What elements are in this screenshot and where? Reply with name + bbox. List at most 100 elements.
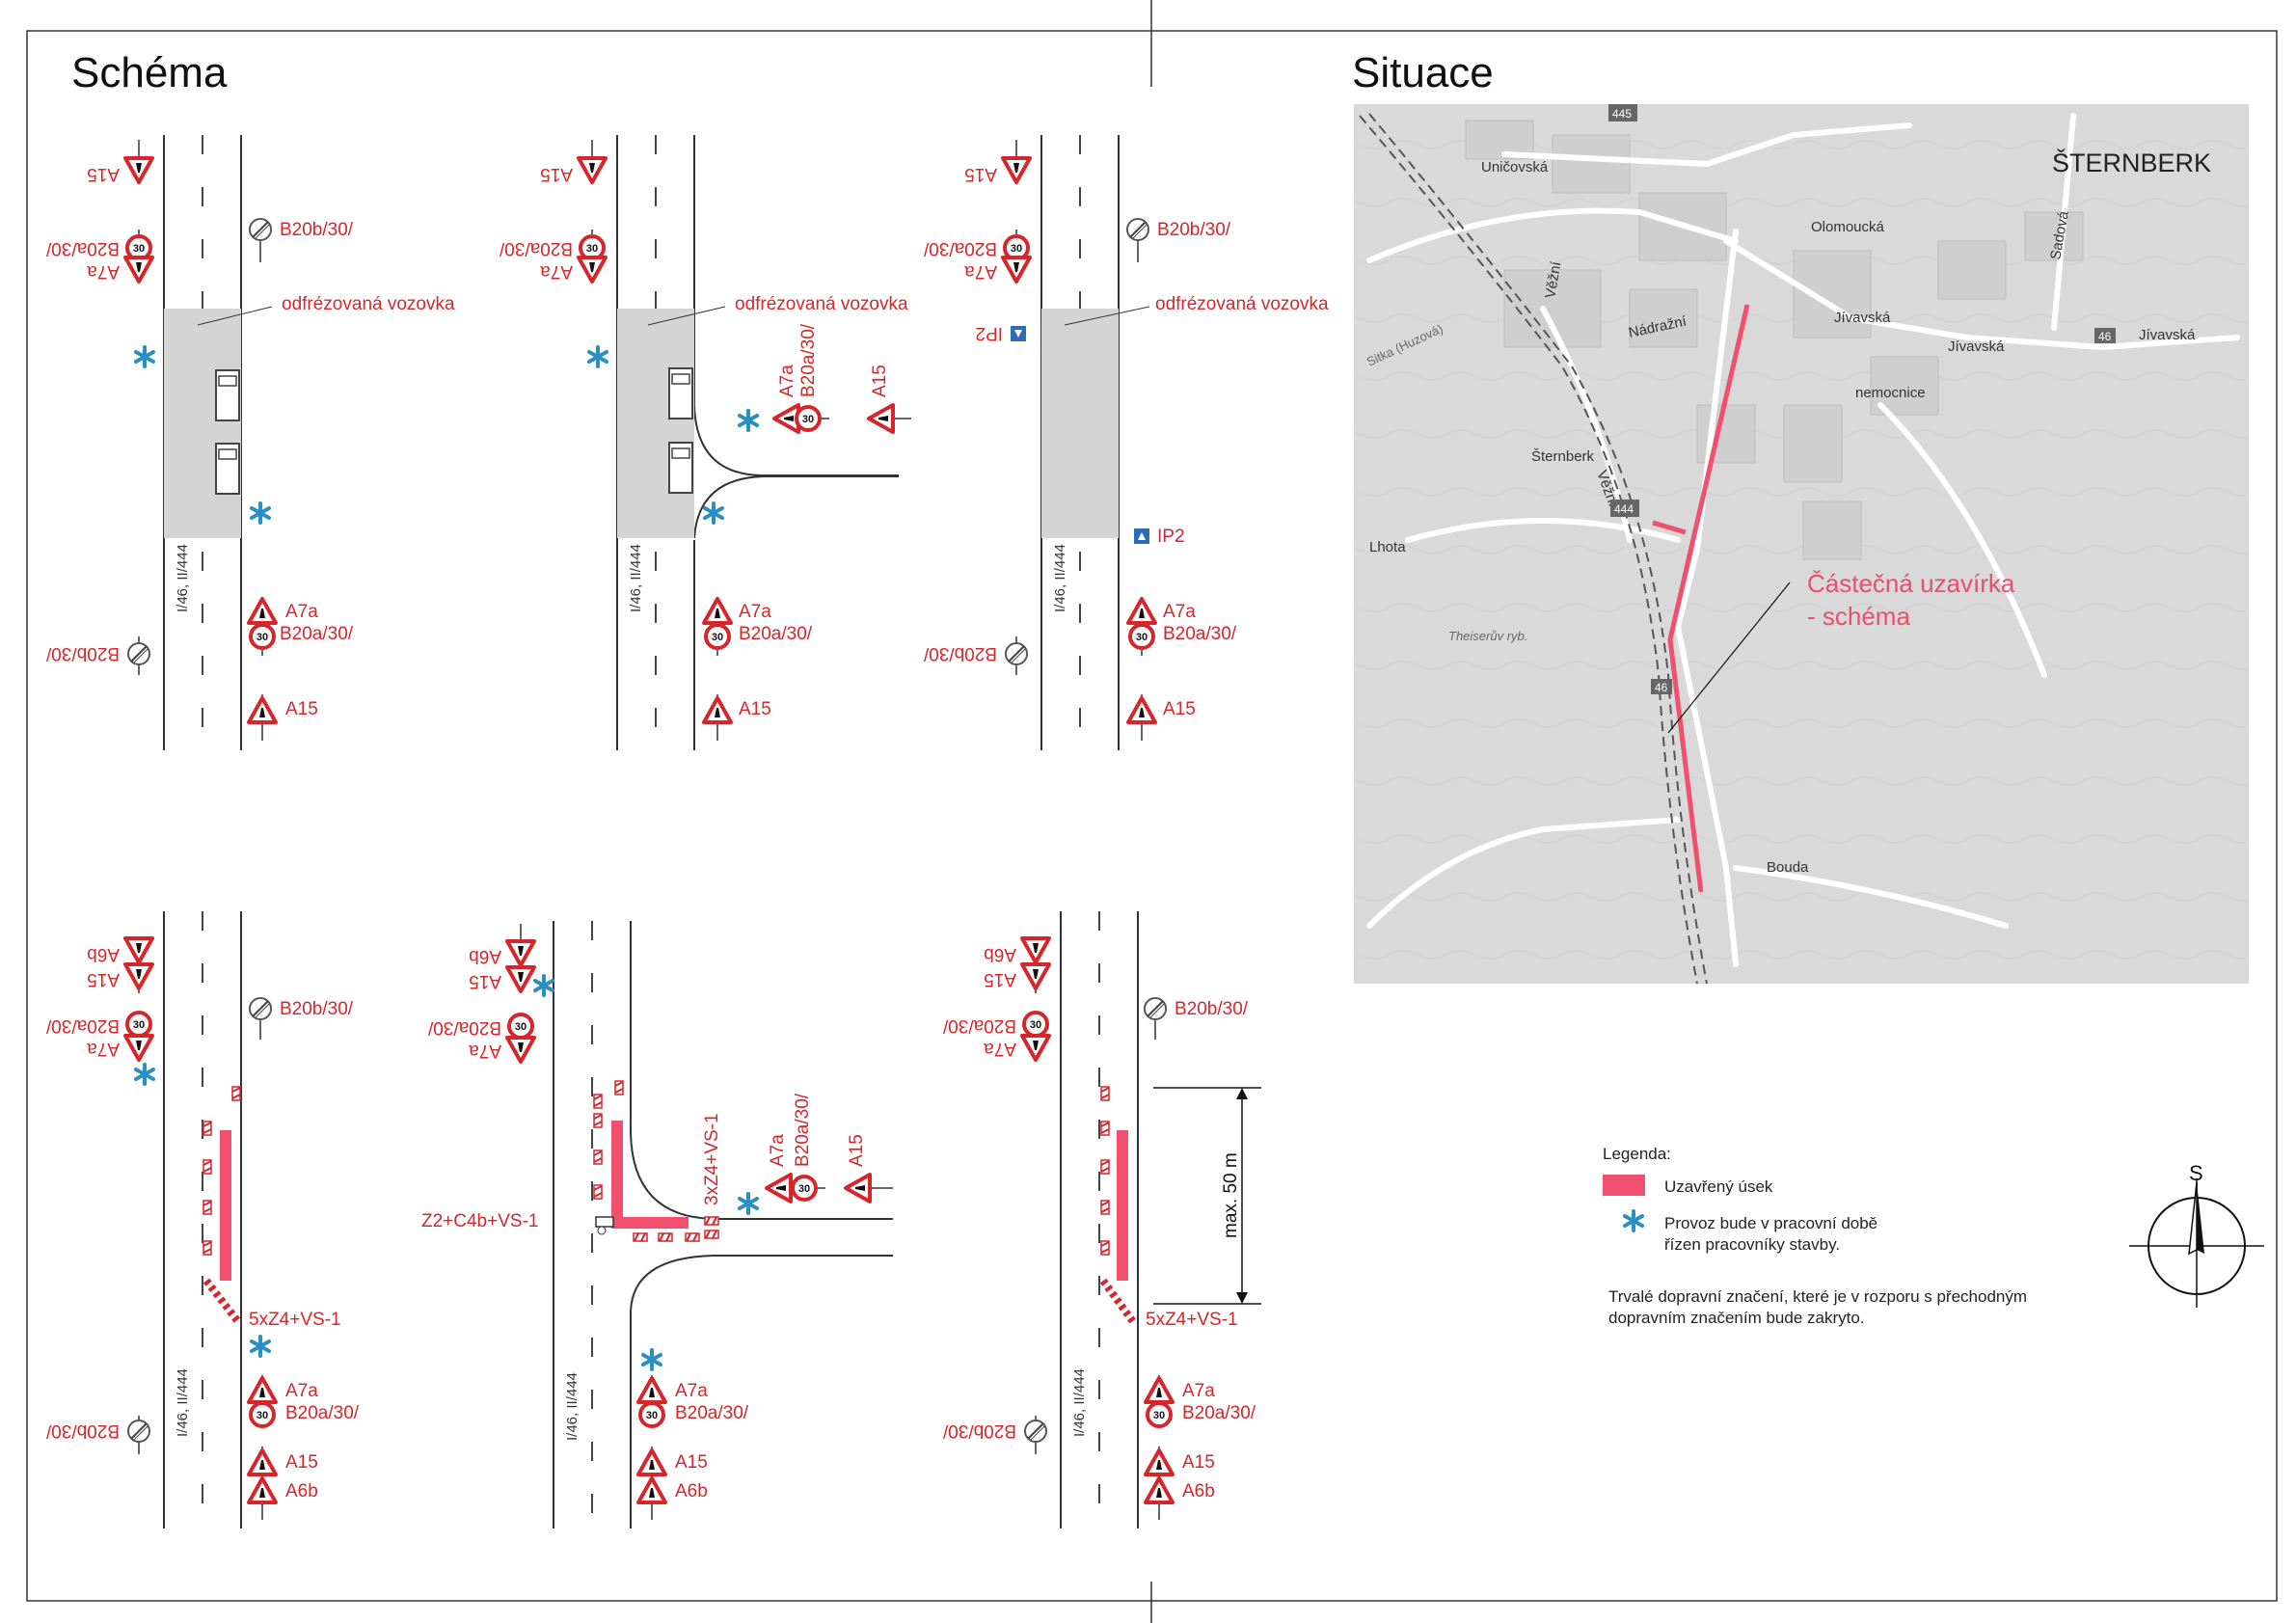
asterisk-icon (587, 345, 608, 368)
sign-label-a15: A15 (87, 164, 120, 184)
sign-label-a15: A15 (469, 971, 501, 991)
speed-limit-30-icon (1022, 1011, 1049, 1038)
warning-triangle-icon (505, 965, 536, 993)
sign-label-a7a: A7a (87, 261, 120, 282)
end-speed-limit-icon (249, 997, 272, 1020)
asterisk-icon (1623, 1209, 1644, 1232)
road-id: I/46, II/444 (564, 1372, 581, 1441)
compass-icon: S (2129, 1161, 2264, 1308)
warning-triangle-icon (867, 403, 895, 434)
warning-triangle-icon (123, 962, 154, 990)
sign-label-b20a: B20a/30/ (1182, 1403, 1256, 1423)
warning-triangle-icon (1001, 156, 1032, 184)
asterisk-icon (738, 409, 759, 432)
panel-top-2: odfrézovaná vozovka I/46, II/444 A15 B20… (499, 135, 911, 750)
road-id: I/46, II/444 (628, 544, 644, 612)
sign-label-b20a: B20a/30/ (45, 238, 120, 258)
situace-heading: Situace (1352, 49, 1494, 96)
end-speed-limit-icon (127, 642, 150, 665)
speed-limit-30-icon (249, 623, 276, 650)
road-id: I/46, II/444 (1071, 1368, 1088, 1437)
warning-triangle-icon (765, 1173, 793, 1204)
road-id: I/46, II/444 (1052, 544, 1068, 612)
map-street-label: Lhota (1369, 539, 1406, 555)
map-street-label: Jívavská (1834, 310, 1891, 326)
warning-triangle-icon (1020, 936, 1051, 964)
svg-text:46: 46 (1655, 681, 1668, 694)
end-speed-limit-icon (1144, 997, 1167, 1020)
legend-title: Legenda: (1603, 1145, 1671, 1163)
schema-heading: Schéma (71, 49, 228, 96)
asterisk-icon (738, 1192, 759, 1215)
speed-limit-30-icon (638, 1401, 665, 1428)
sign-label-a15: A15 (87, 969, 120, 989)
road-number-badge: 46 (1651, 679, 1672, 694)
sign-label-a6b: A6b (87, 944, 120, 964)
panel-bottom-3: max. 50 m 5xZ4+VS-1 I/46, II/444 A6b A15… (942, 911, 1261, 1528)
map-street-label: Uničovská (1481, 159, 1549, 176)
situation-map[interactable]: ŠTERNBERK Částečná uzavírka - schéma Uni… (1354, 104, 2249, 985)
sign-label-b20b: B20b/30/ (45, 643, 120, 663)
sign-label-b20a: B20a/30/ (942, 1015, 1016, 1036)
sign-label-a15: A15 (540, 164, 573, 184)
warning-triangle-icon (702, 597, 733, 625)
sign-label-b20a: B20a/30/ (427, 1017, 501, 1038)
road-id: I/46, II/444 (175, 1368, 191, 1437)
sign-label-a15: A15 (739, 699, 771, 719)
sign-label-b20b: B20b/30/ (45, 1420, 120, 1441)
warning-triangle-icon (247, 1448, 278, 1476)
legend-note-line1: Trvalé dopravní značení, které je v rozp… (1608, 1287, 2027, 1306)
warning-triangle-icon (1001, 256, 1032, 284)
closure-panel-label: 5xZ4+VS-1 (249, 1310, 341, 1330)
warning-triangle-icon (1144, 1476, 1175, 1504)
warning-triangle-icon (247, 597, 278, 625)
sign-label-a7a: A7a (739, 602, 771, 622)
legend: Legenda: Uzavřený úsek Provoz bude v pra… (1603, 1145, 2027, 1327)
sign-label-b20a: B20a/30/ (45, 1015, 120, 1036)
sign-label-a15: A15 (285, 1452, 318, 1473)
end-speed-limit-icon (1024, 1420, 1047, 1443)
svg-text:444: 444 (1614, 502, 1634, 516)
warning-triangle-icon (636, 1476, 667, 1504)
warning-triangle-icon (1020, 962, 1051, 990)
end-speed-limit-icon (1005, 642, 1028, 665)
junction-label: Z2+C4b+VS-1 (421, 1211, 538, 1231)
vehicle-icon (668, 367, 693, 419)
map-street-label: nemocnice (1855, 385, 1926, 401)
warning-triangle-icon (247, 696, 278, 724)
compass-label: S (2189, 1161, 2203, 1185)
closed-section (1117, 1130, 1128, 1281)
vehicle-icon (668, 442, 693, 494)
warning-triangle-icon (123, 936, 154, 964)
sign-label-b20b: B20b/30/ (923, 643, 997, 663)
warning-triangle-icon (636, 1448, 667, 1476)
warning-triangle-icon (505, 1036, 536, 1064)
closure-panel-label: 5xZ4+VS-1 (1146, 1310, 1238, 1330)
asterisk-icon (533, 974, 554, 997)
sign-label-a6b: A6b (984, 944, 1016, 964)
warning-triangle-icon (123, 256, 154, 284)
vehicle-icon (215, 443, 240, 495)
warning-triangle-icon (1144, 1448, 1175, 1476)
map-street-label: Šternberk (1531, 448, 1595, 465)
warning-triangle-icon (1020, 1034, 1051, 1062)
sign-label-b20b: B20b/30/ (1157, 220, 1231, 240)
speed-limit-30-icon (507, 1013, 534, 1040)
end-speed-limit-icon (249, 218, 272, 241)
warning-triangle-icon (702, 696, 733, 724)
closed-section (611, 1217, 689, 1229)
asterisk-icon (641, 1348, 662, 1371)
warning-triangle-icon (577, 256, 608, 284)
sign-label-a7a: A7a (777, 365, 797, 397)
sign-label-a7a: A7a (984, 1039, 1016, 1059)
panel-bottom-2: Z2+C4b+VS-1 3xZ4+VS-1 I/46, II/444 A6b A… (421, 921, 893, 1528)
sign-label-a7a: A7a (285, 602, 318, 622)
milled-label: odfrézovaná vozovka (1155, 294, 1329, 314)
map-street-label: Theiserův ryb. (1448, 629, 1527, 643)
speed-limit-30-icon (249, 1401, 276, 1428)
warning-triangle-icon (844, 1173, 872, 1204)
asterisk-icon (134, 1063, 155, 1086)
sign-label-b20a: B20a/30/ (798, 323, 819, 397)
warning-triangle-icon (247, 1376, 278, 1404)
map-street-label: Jívavská (1948, 338, 2005, 355)
